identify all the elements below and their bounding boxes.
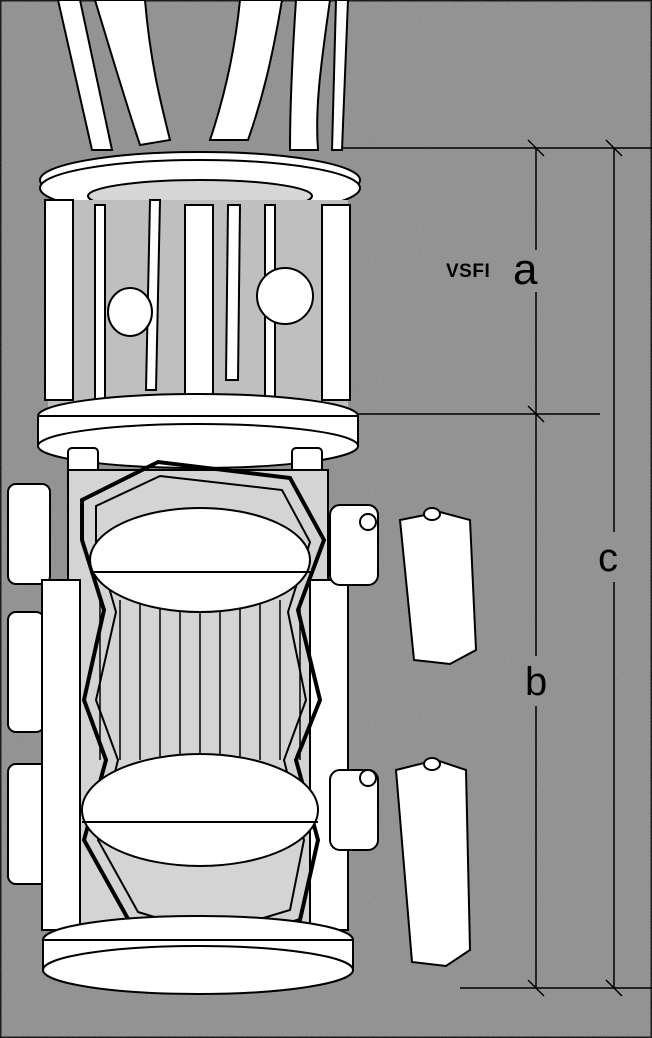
side-valves [329, 504, 478, 968]
nuts [67, 447, 323, 473]
dimension-label-b: b [525, 660, 548, 704]
left-fittings [7, 483, 51, 885]
top-fork-arms [56, 0, 350, 151]
upper-cage [37, 151, 361, 469]
dimension-label-c: c [598, 536, 618, 580]
dimension-label-a: a [513, 245, 538, 294]
vsfi-label: VSFI [446, 261, 491, 282]
main-column [41, 459, 354, 995]
dimension-lines [342, 139, 652, 997]
